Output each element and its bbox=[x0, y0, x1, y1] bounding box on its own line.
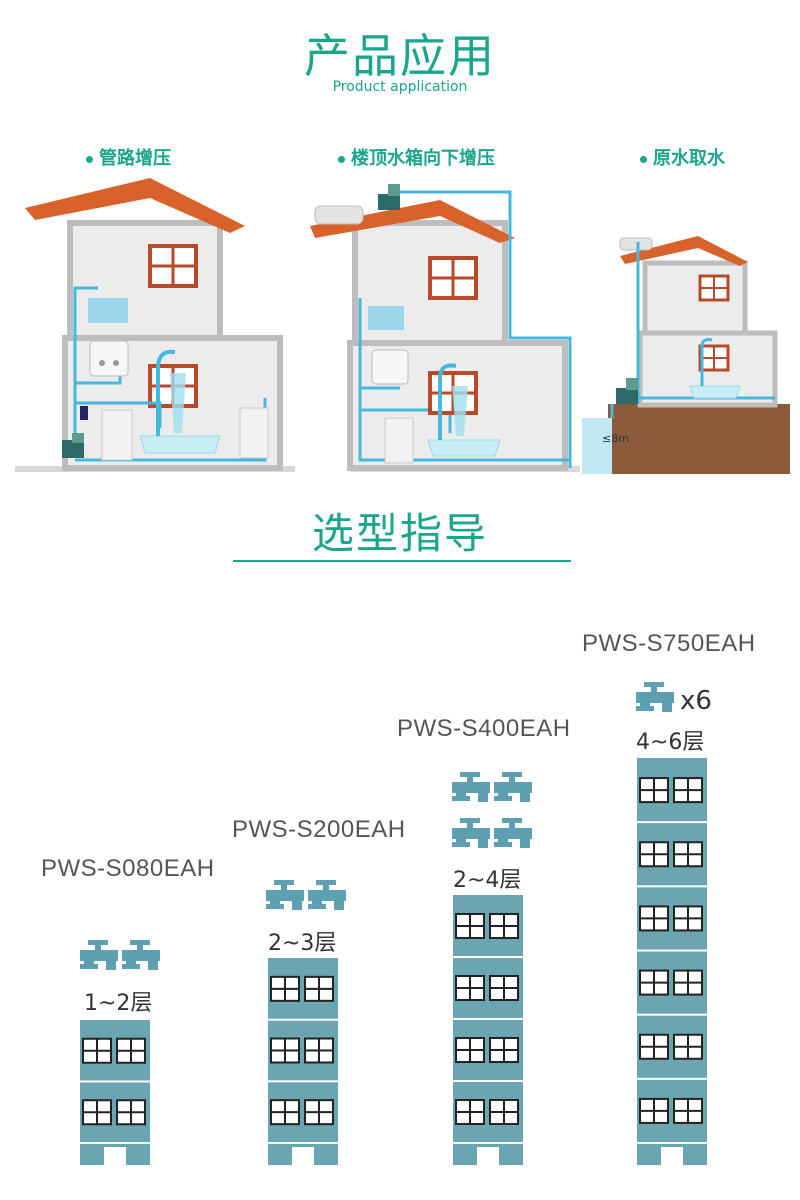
pump-icon bbox=[378, 184, 400, 210]
faucet-icon bbox=[122, 940, 160, 970]
scene-roof-tank-illustration bbox=[310, 184, 580, 472]
window-icon bbox=[455, 1037, 485, 1063]
window-icon bbox=[82, 1099, 112, 1126]
window-icon bbox=[116, 1099, 146, 1126]
tap-multiplier: x6 bbox=[680, 686, 712, 716]
window-icon bbox=[639, 1097, 669, 1124]
faucet-icon bbox=[80, 940, 118, 970]
window-icon bbox=[489, 1099, 519, 1125]
door-icon bbox=[477, 1147, 499, 1165]
window-icon bbox=[639, 1033, 669, 1060]
window-icon bbox=[270, 1099, 300, 1126]
window-icon bbox=[639, 777, 669, 804]
floor-range: 1~2层 bbox=[84, 991, 153, 1016]
window-icon bbox=[639, 841, 669, 868]
door-icon bbox=[292, 1147, 314, 1165]
application-title: 产品应用 bbox=[304, 29, 496, 83]
window-icon bbox=[455, 913, 485, 939]
window-icon bbox=[489, 1037, 519, 1063]
door-icon bbox=[661, 1147, 683, 1165]
scene-label-roof-tank-boost: 楼顶水箱向下增压 bbox=[338, 144, 495, 170]
window-icon bbox=[698, 344, 730, 372]
window-icon bbox=[304, 1099, 334, 1126]
window-icon bbox=[455, 1099, 485, 1125]
building-2-storey bbox=[80, 1020, 150, 1165]
scene-raw-water-illustration bbox=[582, 236, 790, 474]
window-icon bbox=[673, 777, 703, 804]
pump-icon bbox=[62, 433, 84, 458]
window-icon bbox=[673, 1097, 703, 1124]
window-icon bbox=[270, 975, 300, 1002]
window-icon bbox=[304, 1037, 334, 1064]
window-icon bbox=[489, 913, 519, 939]
building-3-storey bbox=[268, 958, 338, 1165]
model-name: PWS-S080EAH bbox=[41, 855, 215, 882]
faucet-icon bbox=[452, 818, 490, 848]
window-icon bbox=[673, 841, 703, 868]
model-name: PWS-S750EAH bbox=[582, 630, 756, 657]
scene-label-raw-water-intake: 原水取水 bbox=[640, 144, 725, 170]
pump-icon bbox=[616, 378, 638, 404]
window-icon bbox=[116, 1037, 146, 1064]
window-icon bbox=[673, 969, 703, 996]
model-name: PWS-S200EAH bbox=[232, 816, 406, 843]
window-icon bbox=[489, 975, 519, 1001]
faucet-icon bbox=[308, 880, 346, 910]
faucet-icon bbox=[452, 772, 490, 802]
floor-range: 2~3层 bbox=[268, 931, 337, 956]
door-icon bbox=[104, 1147, 126, 1165]
window-icon bbox=[639, 969, 669, 996]
section-divider bbox=[233, 560, 571, 562]
water-tank-icon bbox=[314, 205, 364, 225]
window-icon bbox=[673, 905, 703, 932]
selection-title: 选型指导 bbox=[311, 509, 488, 558]
faucet-icon bbox=[636, 682, 674, 712]
window-icon bbox=[673, 1033, 703, 1060]
window-icon bbox=[698, 274, 730, 302]
floor-range: 4~6层 bbox=[636, 730, 705, 755]
bullet-dot-icon bbox=[640, 155, 647, 163]
application-subtitle: Product application bbox=[332, 79, 468, 95]
floor-range: 2~4层 bbox=[453, 868, 522, 893]
building-6-storey bbox=[637, 758, 707, 1165]
window-icon bbox=[455, 975, 485, 1001]
scene-label-pipeline-boost: 管路增压 bbox=[86, 144, 171, 170]
faucet-icon bbox=[266, 880, 304, 910]
window-icon bbox=[148, 244, 198, 288]
bullet-dot-icon bbox=[338, 155, 345, 163]
bullet-dot-icon bbox=[86, 155, 93, 163]
window-icon bbox=[270, 1037, 300, 1064]
water-tank-icon bbox=[619, 237, 653, 251]
window-icon bbox=[304, 975, 334, 1002]
window-icon bbox=[82, 1037, 112, 1064]
depth-label: ≤8m bbox=[602, 432, 629, 445]
scene-pipeline-boost-illustration bbox=[15, 178, 295, 472]
building-4-storey bbox=[453, 895, 523, 1165]
model-name: PWS-S400EAH bbox=[397, 715, 571, 742]
faucet-icon bbox=[494, 818, 532, 848]
window-icon bbox=[428, 256, 478, 300]
faucet-icon bbox=[494, 772, 532, 802]
window-icon bbox=[639, 905, 669, 932]
